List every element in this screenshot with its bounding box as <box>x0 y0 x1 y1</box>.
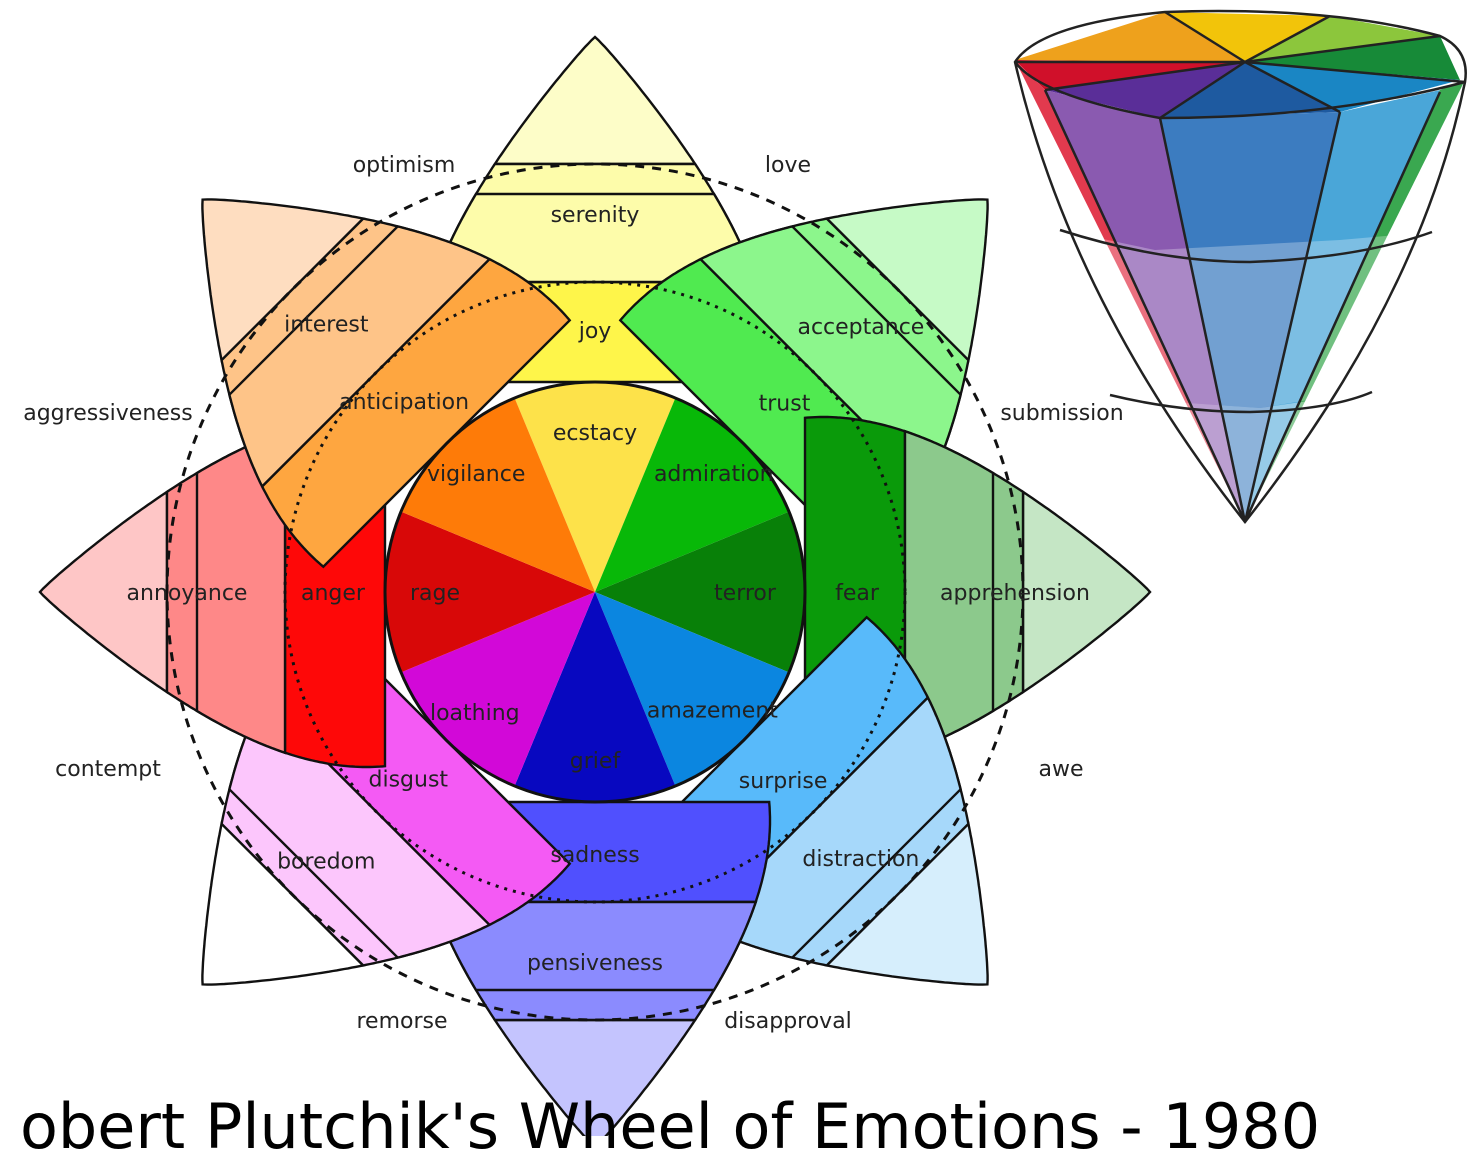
emotion-label-apprehension: apprehension <box>940 581 1090 606</box>
petal-band-outer <box>824 198 989 363</box>
cone-rim <box>1013 61 1466 120</box>
core-wedge-amazement <box>595 592 789 786</box>
petal-band-outer <box>492 35 698 166</box>
core-wedge-vigilance <box>401 398 595 592</box>
cone-seam-4 <box>1243 91 1442 523</box>
emotion-label-ecstacy: ecstacy <box>553 421 637 446</box>
cone-face-red <box>1015 60 1245 522</box>
cone-seam-1 <box>1043 89 1247 523</box>
petal-band-outer <box>38 489 169 695</box>
emotion-label-vigilance: vigilance <box>427 462 525 487</box>
petal-band-mild-inner <box>228 225 492 489</box>
cone-ring-lower <box>1109 390 1373 414</box>
petal-band-outer <box>1021 489 1152 695</box>
cone-sector-lightgreen <box>1245 16 1440 62</box>
petal-band-outer <box>201 821 366 986</box>
emotion-label-admiration: admiration <box>654 462 774 487</box>
emotion-label-sadness: sadness <box>550 843 639 868</box>
dyad-aggressiveness: aggressiveness <box>23 401 193 426</box>
cone-sector-purple <box>1045 62 1245 118</box>
outer-dashed-ring <box>165 162 1025 1022</box>
emotion-label-joy: joy <box>578 319 612 344</box>
core-wedge-grief <box>514 592 676 803</box>
cone-sector-orange <box>1015 12 1245 62</box>
dyad-remorse: remorse <box>356 1009 447 1034</box>
cone-face-green <box>1245 80 1465 522</box>
cone-top-divider-4 <box>1244 60 1466 84</box>
dyad-awe: awe <box>1038 757 1083 782</box>
core-wedge-rage <box>384 511 595 673</box>
cone-top-divider-1 <box>1164 10 1246 64</box>
cone-top-divider-2 <box>1244 14 1331 64</box>
cone-sector-green <box>1245 36 1460 80</box>
petal-sadness <box>418 592 772 1136</box>
cone-ring-upper <box>1059 228 1433 264</box>
emotion-label-annoyance: annoyance <box>127 581 248 606</box>
emotion-label-rage: rage <box>410 581 460 606</box>
dyad-disapproval: disapproval <box>724 1009 852 1034</box>
emotion-label-serenity: serenity <box>551 203 640 228</box>
dyad-labels: love submission awe disapproval remorse … <box>23 153 1123 1034</box>
emotion-labels: serenity joy ecstacy acceptance trust admirat… <box>127 203 1090 976</box>
dyad-optimism: optimism <box>353 153 456 178</box>
cone-band-mid <box>1060 230 1430 408</box>
emotion-label-surprise: surprise <box>739 769 828 794</box>
cone-top-divider-5 <box>1244 60 1341 114</box>
inner-dotted-ring <box>283 280 907 904</box>
petal-anticipation <box>201 198 595 592</box>
emotion-label-acceptance: acceptance <box>797 315 924 340</box>
dyad-contempt: contempt <box>55 757 161 782</box>
cone-seam-3 <box>1243 111 1342 523</box>
core-wedge-terror <box>595 511 806 673</box>
cone-top-divider-6 <box>1159 60 1246 120</box>
cone-top-divider-3 <box>1244 34 1441 64</box>
cone-top-divider-7 <box>1044 60 1246 92</box>
diagram-caption: obert Plutchik's Wheel of Emotions - 198… <box>20 1090 1321 1163</box>
emotion-label-boredom: boredom <box>277 850 375 875</box>
emotion-label-fear: fear <box>835 581 880 606</box>
emotion-label-interest: interest <box>284 312 369 337</box>
emotion-label-anger: anger <box>301 581 366 606</box>
emotion-label-terror: terror <box>714 581 777 606</box>
petal-band-outer <box>824 821 989 986</box>
emotion-petals <box>38 35 1152 1136</box>
emotion-label-amazement: amazement <box>647 698 778 723</box>
emotion-label-anticipation: anticipation <box>339 390 469 415</box>
dyad-submission: submission <box>1000 401 1123 426</box>
core-wedge-ecstacy <box>514 381 676 592</box>
cone-sector-yellow <box>1165 12 1330 62</box>
cone-sector-red <box>1015 60 1245 90</box>
core-circle <box>383 380 807 804</box>
emotion-cone-3d <box>1013 9 1467 525</box>
dyad-love: love <box>765 153 811 178</box>
core-wedge-admiration <box>595 398 789 592</box>
emotion-label-trust: trust <box>759 392 811 417</box>
cone-sector-cyan <box>1245 62 1460 112</box>
plutchik-wheel-diagram: serenity joy ecstacy acceptance trust admirat… <box>23 9 1467 1136</box>
emotion-label-loathing: loathing <box>430 701 520 726</box>
petal-band-outer <box>492 1018 698 1136</box>
cone-sector-blue <box>1160 62 1340 118</box>
emotion-label-disgust: disgust <box>369 768 449 793</box>
emotion-label-pensiveness: pensiveness <box>527 951 663 976</box>
cone-seam-2 <box>1158 117 1247 523</box>
cone-face-blue <box>1160 112 1340 522</box>
emotion-label-distraction: distraction <box>802 847 919 872</box>
emotion-label-grief: grief <box>570 749 622 774</box>
core-wedge-loathing <box>401 592 595 786</box>
petal-band-outer <box>201 198 366 363</box>
